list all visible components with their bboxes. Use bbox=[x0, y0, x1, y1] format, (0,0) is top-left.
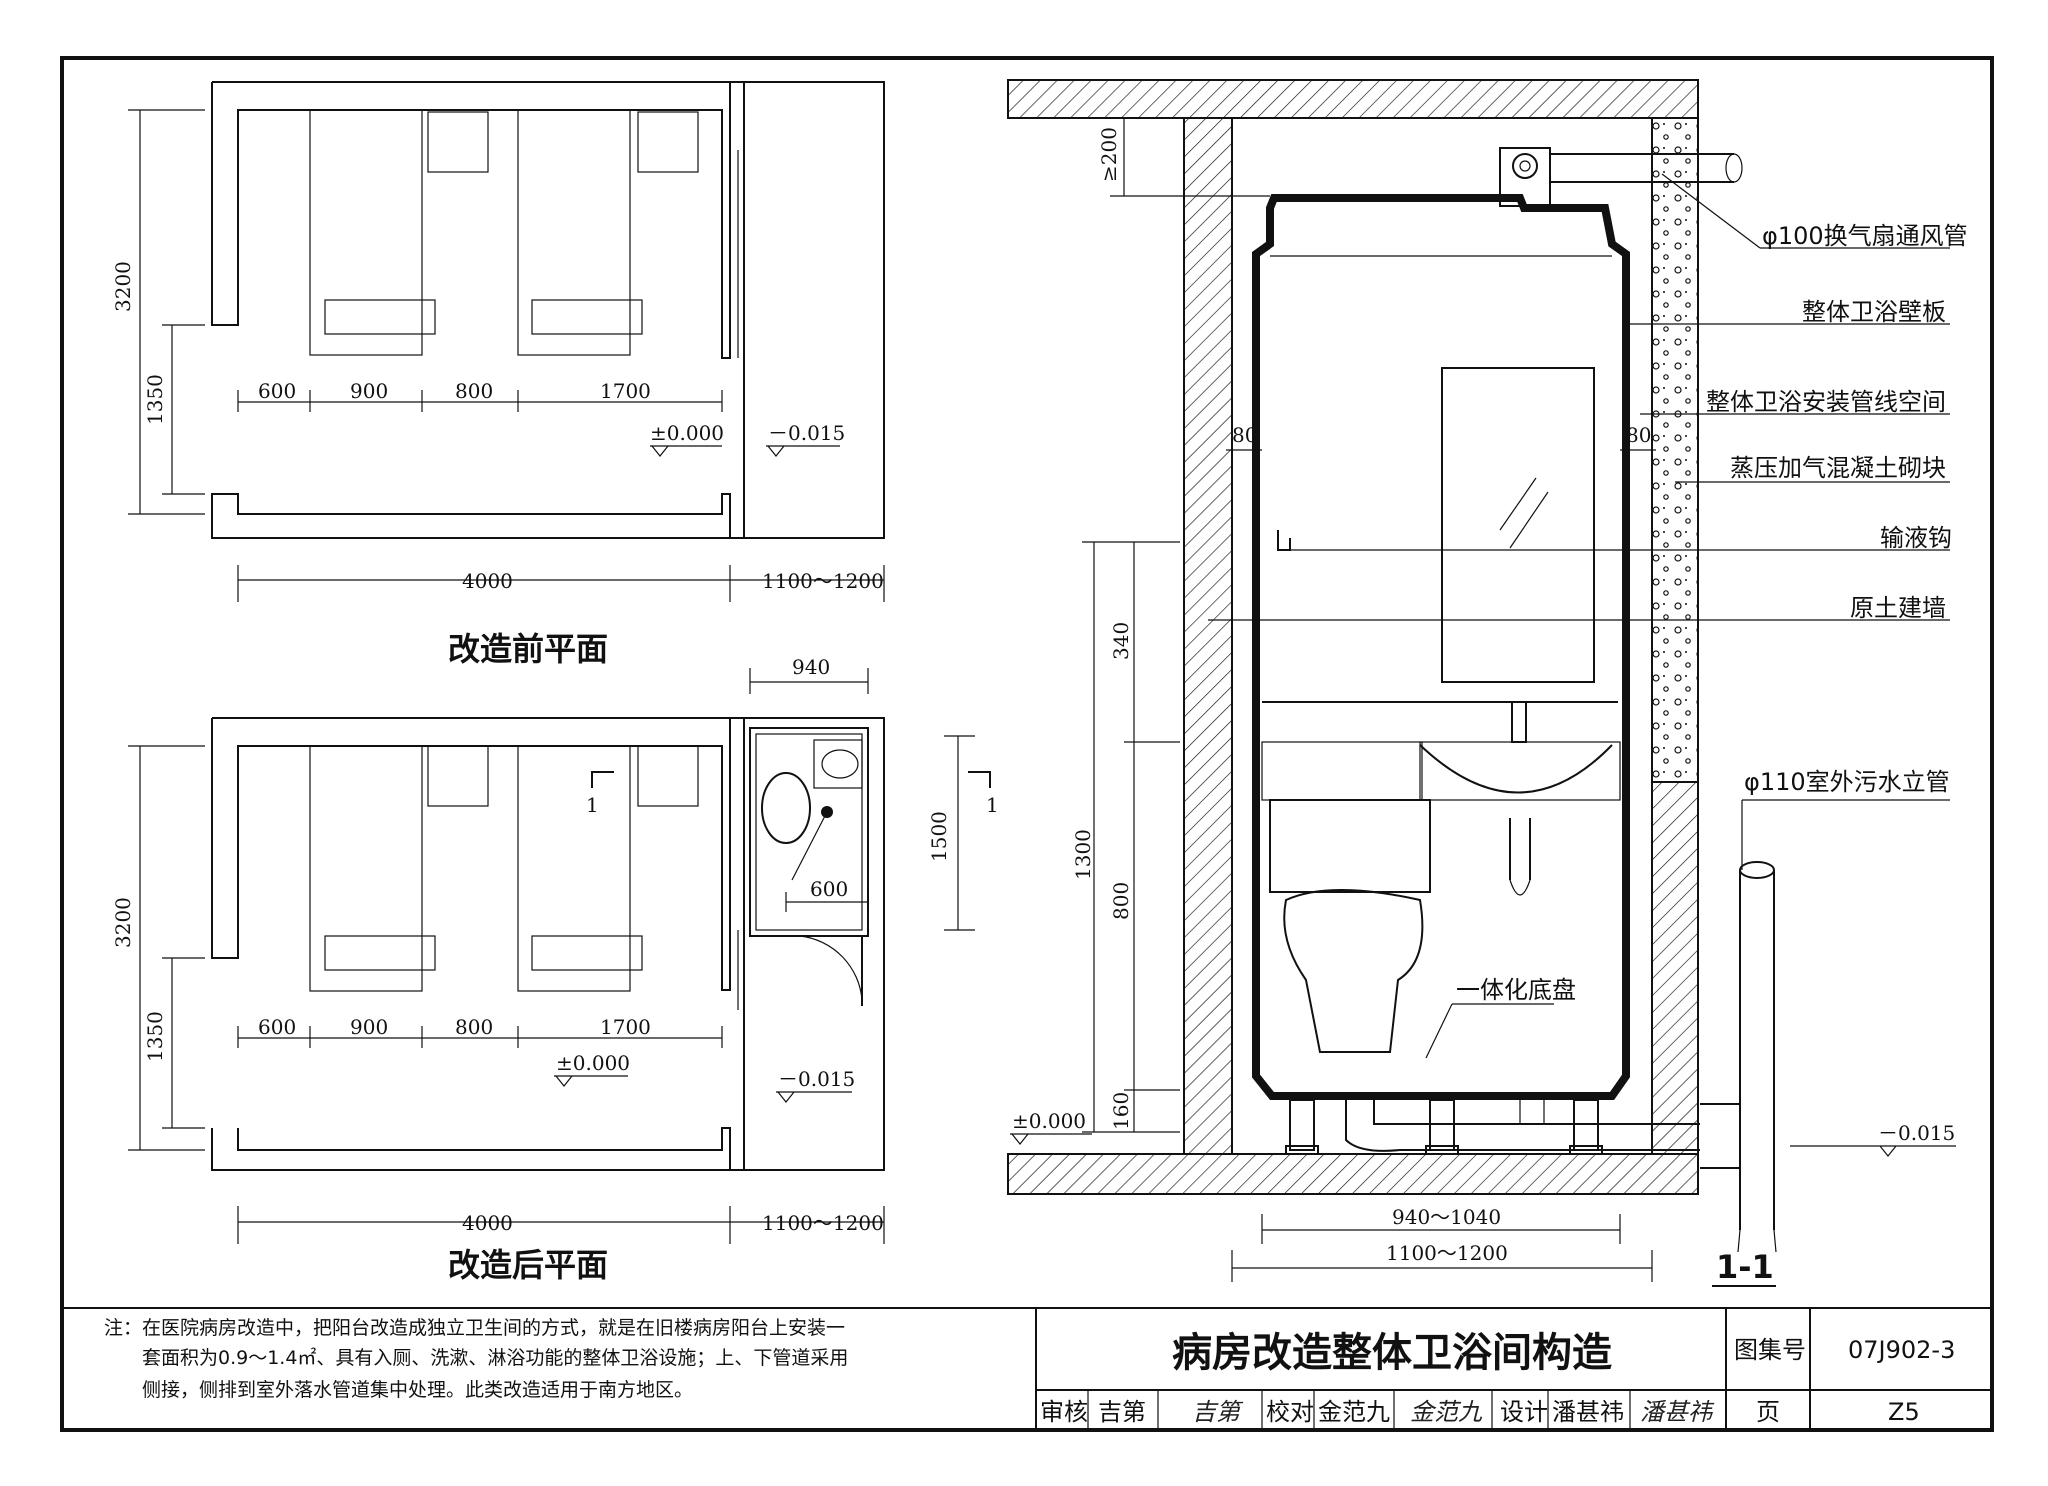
design-label: 设计 bbox=[1500, 1398, 1548, 1426]
after-dim-bed-600: 600 bbox=[258, 1015, 296, 1039]
note-block: 注：在医院病房改造中，把阳台改造成独立卫生间的方式，就是在旧楼病房阳台上安装一 … bbox=[104, 1317, 848, 1401]
after-dim-bed-900: 900 bbox=[350, 1015, 388, 1039]
review-label: 审核 bbox=[1040, 1398, 1088, 1426]
plan-after-title: 改造后平面 bbox=[448, 1246, 608, 1284]
adjustable-feet bbox=[1285, 1099, 1603, 1155]
floor-slab bbox=[1007, 1153, 1699, 1195]
designer-signature: 潘甚祎 bbox=[1640, 1398, 1715, 1426]
after-dim-940: 940 bbox=[792, 655, 830, 679]
atlas-label: 图集号 bbox=[1734, 1336, 1806, 1364]
iv-hook bbox=[1277, 530, 1291, 551]
plan-before: 3200 1350 600 900 800 1700 ±0.000 －0.015… bbox=[111, 81, 885, 668]
level-left: ±0.000 bbox=[1012, 1109, 1086, 1133]
checker-name: 金范九 bbox=[1318, 1398, 1390, 1426]
basin-plan bbox=[813, 739, 863, 789]
note-line-3: 侧接，侧排到室外落水管道集中处理。此类改造适用于南方地区。 bbox=[142, 1379, 693, 1401]
page-number: Z5 bbox=[1888, 1398, 1920, 1426]
toilet bbox=[1283, 889, 1424, 1053]
ceiling-slab bbox=[1007, 79, 1699, 119]
mirror bbox=[1441, 367, 1595, 683]
before-dim-600: 600 bbox=[258, 379, 296, 403]
plan-after: 1 1 3200 1350 1500 940 600 600 900 800 1 bbox=[111, 655, 999, 1284]
original-wall bbox=[1183, 117, 1233, 1155]
sheet-border bbox=[60, 56, 1994, 1432]
dim-panel-left: 80 bbox=[1232, 423, 1257, 447]
before-dim-4000: 4000 bbox=[462, 569, 513, 593]
section-1-1: 一体化底盘 80 80 ≥200 bbox=[1007, 79, 1968, 1287]
callout-outdoor-stack: φ110室外污水立管 bbox=[1744, 768, 1950, 796]
title-block: 病房改造整体卫浴间构造 图集号 07J902-3 审核 吉第 吉第 校对 金范九… bbox=[1036, 1308, 1992, 1430]
aac-block-wall bbox=[1651, 117, 1699, 783]
after-level-room: ±0.000 bbox=[556, 1051, 630, 1075]
dim-340: 340 bbox=[1109, 622, 1133, 660]
vent-duct bbox=[1550, 153, 1734, 183]
base-label: 一体化底盘 bbox=[1456, 976, 1576, 1004]
before-dim-3200: 3200 bbox=[111, 261, 135, 312]
note-line-2: 套面积为0.9～1.4㎡、具有入厕、洗漱、淋浴功能的整体卫浴设施；上、下管道采用 bbox=[142, 1346, 848, 1369]
toilet-plan bbox=[761, 772, 811, 844]
before-dim-balcony: 1100～1200 bbox=[762, 569, 884, 593]
after-dim-4000: 4000 bbox=[462, 1211, 513, 1235]
callout-vent-duct: φ100换气扇通风管 bbox=[1762, 222, 1968, 250]
basin bbox=[1419, 744, 1613, 794]
before-level-balcony: －0.015 bbox=[768, 421, 845, 445]
level-right: －0.015 bbox=[1878, 1121, 1955, 1145]
dim-pod-width: 940～1040 bbox=[1392, 1205, 1501, 1229]
before-dim-900: 900 bbox=[350, 379, 388, 403]
note-line-1: 注：在医院病房改造中，把阳台改造成独立卫生间的方式，就是在旧楼病房阳台上安装一 bbox=[104, 1317, 845, 1339]
before-level-room: ±0.000 bbox=[650, 421, 724, 445]
dim-panel-right: 80 bbox=[1626, 423, 1651, 447]
vent-fan bbox=[1499, 147, 1551, 207]
dim-balcony-width: 1100～1200 bbox=[1386, 1241, 1508, 1265]
before-dim-800: 800 bbox=[455, 379, 493, 403]
designer-name: 潘甚祎 bbox=[1552, 1398, 1624, 1426]
bath-pod-shell bbox=[1252, 194, 1630, 1100]
checker-signature: 金范九 bbox=[1410, 1398, 1483, 1426]
dim-160: 160 bbox=[1109, 1092, 1133, 1130]
plan-before-title: 改造前平面 bbox=[448, 630, 608, 668]
after-level-balcony: －0.015 bbox=[778, 1067, 855, 1091]
after-dim-1500: 1500 bbox=[927, 811, 951, 862]
dim-1300: 1300 bbox=[1071, 829, 1095, 880]
door-swing bbox=[799, 935, 863, 1001]
before-dim-1700: 1700 bbox=[600, 379, 651, 403]
callout-iv-hook: 输液钩 bbox=[1880, 524, 1952, 552]
section-mark-left: 1 bbox=[586, 793, 599, 817]
drawing-title: 病房改造整体卫浴间构造 bbox=[1172, 1330, 1612, 1376]
callouts: φ100换气扇通风管 整体卫浴壁板 整体卫浴安装管线空间 蒸压加气混凝土砌块 输… bbox=[1208, 173, 1968, 870]
dim-800: 800 bbox=[1109, 882, 1133, 920]
bath-pod-plan bbox=[749, 727, 869, 937]
after-dim-3200: 3200 bbox=[111, 897, 135, 948]
callout-aac-block: 蒸压加气混凝土砌块 bbox=[1730, 454, 1946, 482]
toilet-cistern bbox=[1269, 799, 1431, 893]
section-mark-right: 1 bbox=[986, 793, 999, 817]
after-dim-1350: 1350 bbox=[143, 1011, 167, 1062]
reviewer-signature: 吉第 bbox=[1192, 1398, 1244, 1426]
after-dim-600: 600 bbox=[810, 877, 848, 901]
section-title: 1-1 bbox=[1716, 1248, 1774, 1286]
reviewer-name: 吉第 bbox=[1098, 1398, 1146, 1426]
dim-top: ≥200 bbox=[1097, 127, 1121, 182]
callout-original-wall: 原土建墙 bbox=[1850, 594, 1946, 622]
callout-wall-panel: 整体卫浴壁板 bbox=[1802, 298, 1946, 326]
after-dim-bed-800: 800 bbox=[455, 1015, 493, 1039]
check-label: 校对 bbox=[1266, 1398, 1314, 1426]
outdoor-stack bbox=[1739, 870, 1775, 1230]
after-dim-bed-1700: 1700 bbox=[600, 1015, 651, 1039]
drain-pipe bbox=[1345, 1096, 1700, 1152]
page-label: 页 bbox=[1756, 1398, 1780, 1426]
atlas-number: 07J902-3 bbox=[1848, 1336, 1955, 1364]
before-dim-1350: 1350 bbox=[143, 374, 167, 425]
after-dim-balcony: 1100～1200 bbox=[762, 1211, 884, 1235]
callout-pipe-space: 整体卫浴安装管线空间 bbox=[1706, 388, 1946, 416]
